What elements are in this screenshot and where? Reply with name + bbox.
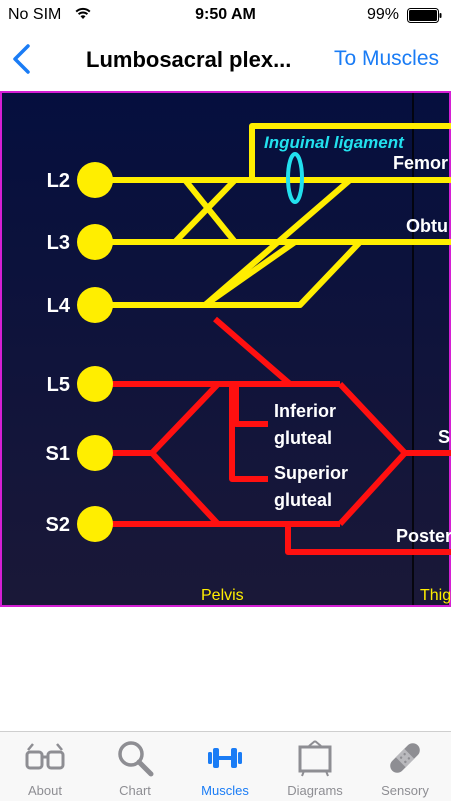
back-button[interactable] (6, 40, 40, 78)
status-time: 9:50 AM (195, 6, 256, 23)
to-muscles-button[interactable]: To Muscles (333, 47, 439, 70)
root-nodes (77, 162, 113, 542)
pelvis-region-label: Pelvis (201, 587, 244, 604)
tab-diagrams-label: Diagrams (287, 783, 343, 798)
superior-gluteal-label-line1: Superior (274, 463, 348, 483)
wifi-icon (75, 7, 91, 19)
root-label-l2: L2 (47, 170, 70, 192)
inferior-gluteal-label-line1: Inferior (274, 401, 336, 421)
root-node-s2 (77, 506, 113, 542)
femoral-nerve-label: Femor (393, 153, 448, 173)
page-title: Lumbosacral plex... (86, 47, 292, 72)
root-node-l4 (77, 287, 113, 323)
status-bar: No SIM 9:50 AM 99% (0, 0, 451, 30)
red-nerves (98, 316, 451, 555)
inguinal-ligament-marker (286, 152, 304, 204)
root-node-l3 (77, 224, 113, 260)
thigh-region-label: Thig (420, 587, 451, 604)
tab-muscles-label: Muscles (201, 783, 249, 798)
glasses-icon (25, 743, 65, 770)
tab-chart-label: Chart (119, 783, 151, 798)
yellow-nerves (98, 123, 451, 308)
dumbbell-icon (208, 748, 242, 768)
bandage-icon (390, 743, 420, 773)
tab-about[interactable]: About (0, 732, 90, 801)
root-node-s1 (77, 435, 113, 471)
search-icon (118, 741, 154, 777)
battery-percentage: 99% (366, 6, 399, 23)
carrier-label: No SIM (8, 6, 62, 23)
tab-chart[interactable]: Chart (90, 732, 180, 801)
root-label-l5: L5 (47, 374, 70, 396)
posterior-cutaneous-label: Poster (396, 526, 451, 546)
sciatic-nerve-label: S (438, 427, 450, 447)
inguinal-ligament-label: Inguinal ligament (264, 133, 405, 152)
root-node-l2 (77, 162, 113, 198)
tab-muscles[interactable]: Muscles (180, 732, 270, 801)
root-label-l4: L4 (47, 295, 71, 317)
root-node-l5 (77, 366, 113, 402)
tab-sensory-label: Sensory (381, 783, 429, 798)
tab-sensory[interactable]: Sensory (360, 732, 450, 801)
obturator-nerve-label: Obtu (406, 216, 448, 236)
root-label-l3: L3 (47, 232, 70, 254)
superior-gluteal-label-line2: gluteal (274, 490, 332, 510)
navigation-bar: Lumbosacral plex... To Muscles (0, 30, 451, 88)
tab-about-label: About (28, 783, 62, 798)
lumbosacral-plexus-diagram: L2 L3 L4 L5 S1 S2 Inguinal ligament Femo… (0, 91, 451, 607)
inferior-gluteal-label-line2: gluteal (274, 428, 332, 448)
root-label-s2: S2 (46, 514, 70, 536)
root-label-s1: S1 (46, 443, 70, 465)
tab-diagrams[interactable]: Diagrams (270, 732, 360, 801)
battery-icon (407, 8, 442, 23)
easel-icon (298, 740, 332, 777)
tab-bar: About Chart Muscles Diagrams (0, 731, 451, 801)
